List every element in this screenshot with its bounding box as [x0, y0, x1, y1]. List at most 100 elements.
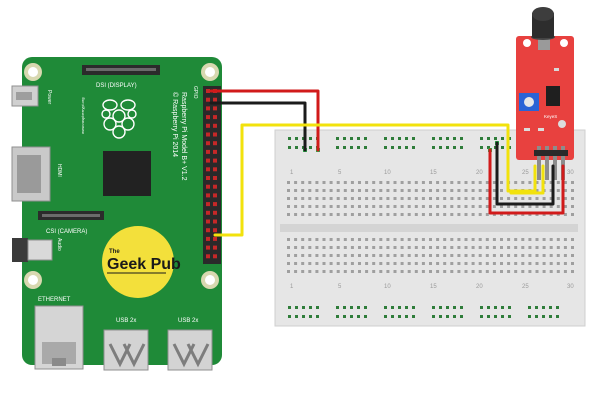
- terminal-hole: [365, 270, 369, 273]
- terminal-hole: [393, 197, 397, 200]
- bb-number-5b: 5: [338, 284, 342, 290]
- terminal-hole: [571, 189, 574, 192]
- terminal-hole: [414, 189, 418, 192]
- terminal-hole: [535, 205, 539, 208]
- terminal-hole: [436, 213, 440, 216]
- sensor-led: [554, 68, 559, 71]
- terminal-hole: [407, 254, 411, 257]
- terminal-hole: [549, 246, 553, 249]
- rail-hole: [316, 306, 319, 309]
- terminal-hole: [471, 189, 475, 192]
- terminal-hole: [507, 197, 511, 200]
- terminal-hole: [421, 189, 425, 192]
- terminal-hole: [414, 238, 418, 241]
- terminal-hole: [336, 262, 340, 265]
- terminal-hole: [571, 262, 574, 265]
- terminal-hole: [343, 270, 347, 273]
- bb-number-1: 1: [290, 170, 294, 176]
- terminal-hole: [294, 238, 298, 241]
- rail-hole: [384, 306, 387, 309]
- terminal-hole: [429, 197, 432, 200]
- terminal-hole: [436, 197, 440, 200]
- terminal-hole: [407, 205, 411, 208]
- terminal-hole: [542, 262, 546, 265]
- terminal-hole: [464, 246, 468, 249]
- rail-hole: [350, 137, 353, 140]
- rail-hole: [432, 137, 435, 140]
- terminal-hole: [386, 238, 390, 241]
- terminal-hole: [471, 262, 475, 265]
- terminal-hole: [436, 262, 440, 265]
- terminal-hole: [471, 238, 475, 241]
- terminal-hole: [556, 262, 560, 265]
- terminal-hole: [350, 189, 354, 192]
- terminal-hole: [450, 246, 454, 249]
- wire-yellow-signal: [213, 123, 537, 237]
- rail-hole: [453, 146, 456, 149]
- terminal-hole: [507, 254, 511, 257]
- terminal-hole: [301, 270, 305, 273]
- bb-number-15: 15: [430, 170, 437, 176]
- rail-hole: [542, 315, 545, 318]
- rail-hole: [295, 137, 298, 140]
- terminal-hole: [350, 238, 354, 241]
- rail-hole: [439, 146, 442, 149]
- terminal-hole: [521, 246, 525, 249]
- rail-hole: [549, 306, 552, 309]
- terminal-hole: [542, 246, 546, 249]
- terminal-hole: [464, 238, 468, 241]
- gpio-label: GPIO: [192, 86, 198, 99]
- terminal-hole: [365, 246, 369, 249]
- terminal-hole: [563, 205, 567, 208]
- terminal-hole: [485, 213, 489, 216]
- rail-hole: [357, 306, 360, 309]
- rail-hole: [480, 146, 483, 149]
- terminal-hole: [308, 270, 312, 273]
- terminal-hole: [429, 270, 432, 273]
- rail-hole: [309, 306, 312, 309]
- terminal-hole: [571, 181, 574, 184]
- terminal-hole: [308, 238, 312, 241]
- terminal-hole: [336, 181, 340, 184]
- terminal-hole: [429, 246, 432, 249]
- mount-hole-br-inner: [205, 275, 215, 285]
- terminal-hole: [485, 246, 489, 249]
- terminal-hole: [549, 197, 553, 200]
- terminal-hole: [379, 238, 383, 241]
- terminal-hole: [393, 181, 397, 184]
- rail-hole: [336, 137, 339, 140]
- terminal-hole: [301, 262, 305, 265]
- terminal-hole: [514, 197, 518, 200]
- terminal-hole: [535, 254, 539, 257]
- gpio-pin: [213, 106, 217, 111]
- terminal-hole: [471, 246, 475, 249]
- terminal-hole: [336, 197, 340, 200]
- terminal-hole: [507, 262, 511, 265]
- bottom-terminal-block: [287, 238, 574, 273]
- terminal-hole: [535, 238, 539, 241]
- terminal-hole: [500, 197, 503, 200]
- terminal-hole: [322, 181, 326, 184]
- csi-label: CSI (CAMERA): [46, 229, 87, 235]
- rail-hole: [316, 315, 319, 318]
- gpio-header-body: [203, 86, 221, 264]
- terminal-hole: [521, 262, 525, 265]
- terminal-hole: [315, 181, 319, 184]
- terminal-hole: [464, 270, 468, 273]
- terminal-hole: [500, 205, 503, 208]
- terminal-hole: [358, 189, 361, 192]
- terminal-hole: [294, 246, 298, 249]
- ethernet-label: ETHERNET: [38, 297, 71, 303]
- terminal-hole: [571, 213, 574, 216]
- terminal-hole: [500, 238, 503, 241]
- terminal-hole: [379, 181, 383, 184]
- terminal-hole: [322, 246, 326, 249]
- rail-hole: [398, 137, 401, 140]
- gpio-pin: [213, 141, 217, 146]
- terminal-hole: [336, 270, 340, 273]
- terminal-hole: [365, 205, 369, 208]
- terminal-hole: [315, 205, 319, 208]
- terminal-hole: [322, 205, 326, 208]
- terminal-hole: [464, 262, 468, 265]
- terminal-hole: [429, 238, 432, 241]
